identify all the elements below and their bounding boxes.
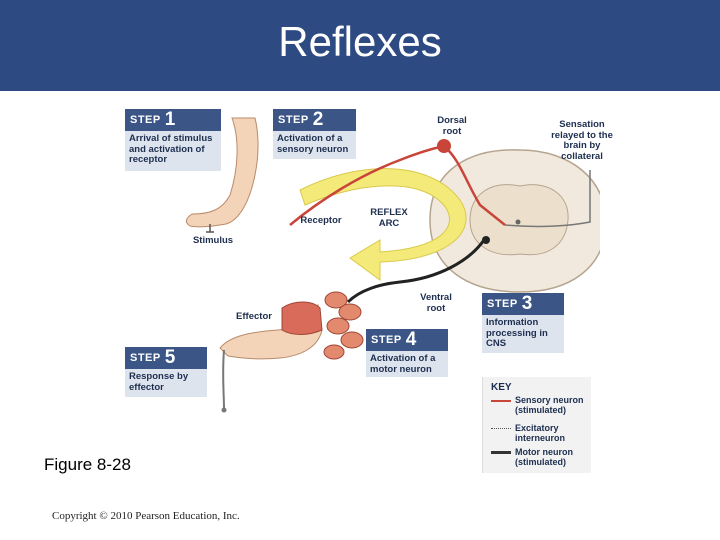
reflex-arc-illustration	[185, 117, 600, 413]
step-5-text: Response by effector	[129, 371, 189, 393]
step-5-label: STEP	[130, 352, 161, 364]
copyright-text: Copyright © 2010 Pearson Education, Inc.	[52, 510, 240, 522]
sensory-neuron	[289, 144, 506, 226]
sensation-label: Sensation relayed to the brain by collat…	[551, 119, 613, 162]
step-4-label: STEP	[371, 334, 402, 346]
key-sensory-text: Sensory neuron (stimulated)	[515, 395, 584, 415]
key-title: KEY	[491, 382, 512, 393]
step-3-text: Information processing in CNS	[486, 317, 548, 349]
step-2-label: STEP	[278, 114, 309, 126]
sensory-line-swatch	[491, 400, 511, 402]
receptor-label: Receptor	[300, 215, 342, 226]
slide-title: Reflexes	[278, 18, 442, 65]
step-2-text: Activation of a sensory neuron	[277, 133, 349, 155]
upper-arm	[185, 117, 259, 228]
step-3-label: STEP	[487, 298, 518, 310]
step-1-label: STEP	[130, 114, 161, 126]
effector-label: Effector	[236, 311, 272, 322]
motor-line-swatch	[491, 451, 511, 454]
interneuron-line-swatch	[491, 428, 511, 429]
dorsal-root-ganglion	[437, 139, 451, 153]
step-3-number: 3	[521, 293, 533, 314]
reflex-arc-arrow	[299, 168, 467, 281]
hanging-weight	[222, 349, 225, 409]
step-4-number: 4	[405, 329, 417, 350]
muscle-bundle	[323, 291, 364, 360]
legend-key: KEY Sensory neuron (stimulated) Excitato…	[482, 377, 591, 473]
stimulus-pin	[206, 224, 214, 233]
reflex-arc-label: REFLEX ARC	[370, 207, 408, 229]
title-bar	[0, 0, 720, 91]
step-5-number: 5	[164, 347, 176, 368]
muscle-effector	[281, 301, 323, 335]
step-2-number: 2	[312, 109, 324, 130]
stimulus-label: Stimulus	[192, 235, 234, 246]
step-1-number: 1	[164, 109, 176, 130]
dorsal-root-label: Dorsal root	[437, 115, 467, 137]
key-interneuron-text: Excitatory interneuron	[515, 423, 566, 443]
collateral-path	[504, 170, 591, 228]
motor-neuron	[346, 239, 486, 304]
step-4-text: Activation of a motor neuron	[370, 353, 436, 375]
spinal-cord	[429, 149, 600, 293]
figure-caption: Figure 8-28	[44, 455, 131, 474]
key-motor-text: Motor neuron (stimulated)	[515, 447, 573, 467]
step-1-text: Arrival of stimulus and activation of re…	[129, 133, 213, 165]
ventral-root-label: Ventral root	[420, 292, 452, 314]
